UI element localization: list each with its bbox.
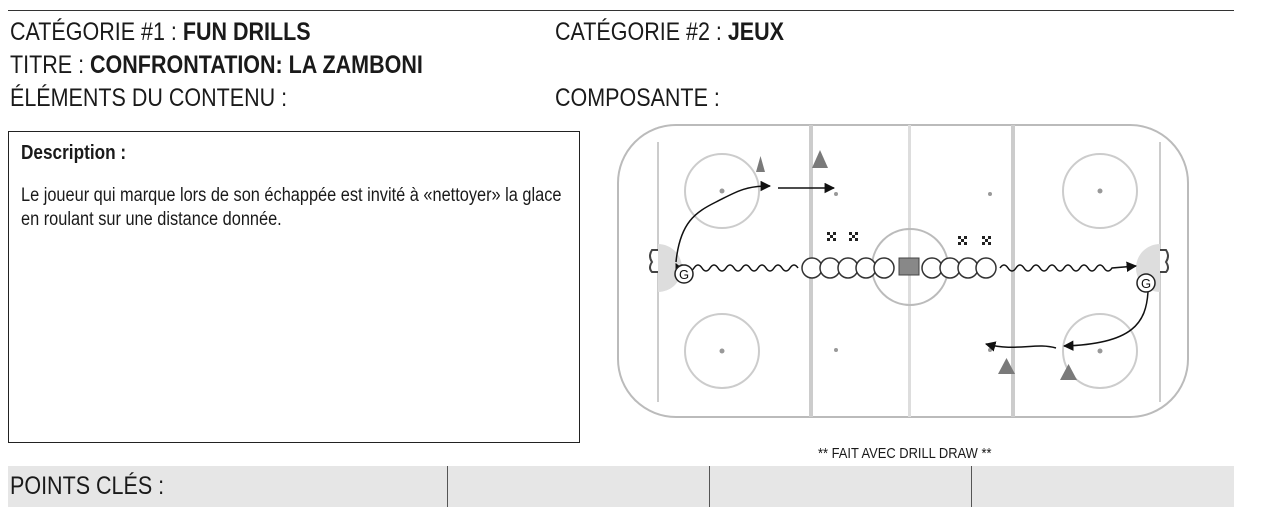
- drill-draw-credit: ** FAIT AVEC DRILL DRAW **: [818, 445, 992, 462]
- net-left: [649, 249, 658, 273]
- category-2-label: CATÉGORIE #2 :: [555, 18, 728, 46]
- category-1-label: CATÉGORIE #1 :: [10, 18, 183, 46]
- goalie-right-label: G: [1141, 276, 1151, 291]
- drill-title: TITRE : CONFRONTATION: LA ZAMBONI: [10, 49, 423, 81]
- cone-markers: [756, 150, 1077, 380]
- description-title: Description :: [21, 142, 127, 164]
- key-points-divider: [971, 466, 972, 507]
- category-1-value: FUN DRILLS: [182, 18, 311, 46]
- component-label: COMPOSANTE :: [555, 84, 720, 112]
- key-points-divider: [447, 466, 448, 507]
- pass-arrow-bottom: [984, 341, 1057, 352]
- category-2-value: JEUX: [727, 18, 785, 46]
- player-row: [801, 257, 997, 279]
- skate-curve-right: [1062, 291, 1149, 351]
- key-points-label: POINTS CLÉS :: [10, 472, 165, 500]
- key-points-bar: POINTS CLÉS :: [8, 466, 1234, 507]
- skating-path-right: [999, 261, 1138, 273]
- description-text: Le joueur qui marque lors de son échappé…: [21, 185, 562, 230]
- goalie-right: G: [1136, 273, 1156, 293]
- goalie-left-label: G: [679, 267, 689, 282]
- title-value: CONFRONTATION: LA ZAMBONI: [90, 51, 423, 79]
- title-label: TITRE :: [10, 51, 91, 79]
- goalie-left: G: [674, 264, 694, 284]
- center-marker: [898, 257, 920, 276]
- category-2: CATÉGORIE #2 : JEUX: [555, 16, 784, 48]
- faceoff-circles: [684, 153, 1138, 389]
- skating-path-left: [675, 263, 799, 275]
- puck-groups: [827, 232, 991, 245]
- category-1: CATÉGORIE #1 : FUN DRILLS: [10, 16, 311, 48]
- key-points-divider: [709, 466, 710, 507]
- rink-diagram: G G: [617, 124, 1189, 418]
- skate-curve-left: [675, 180, 772, 263]
- net-right: [1160, 249, 1169, 273]
- header-rule: [8, 10, 1234, 11]
- content-elements-label: ÉLÉMENTS DU CONTENU :: [10, 84, 288, 112]
- description-box: Description : Le joueur qui marque lors …: [8, 131, 580, 443]
